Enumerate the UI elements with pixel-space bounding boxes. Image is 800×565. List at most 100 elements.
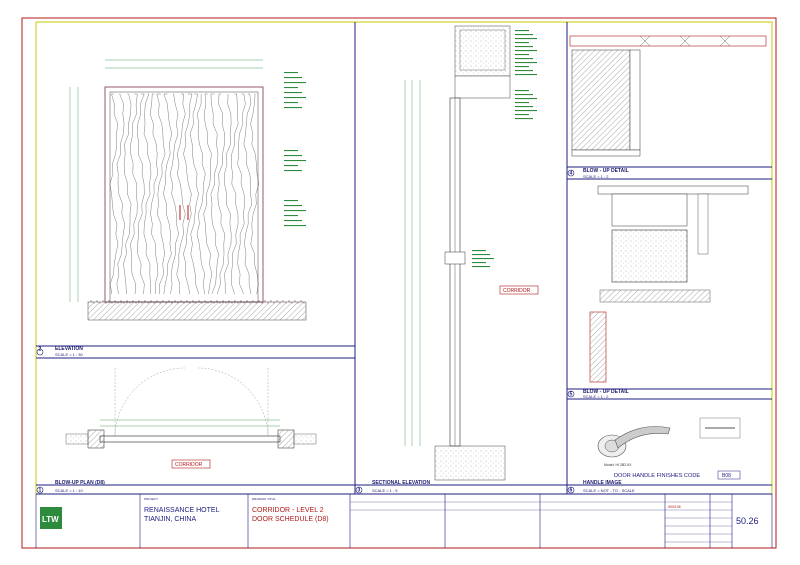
note-line — [284, 102, 298, 104]
panel-dividers — [36, 22, 772, 495]
wood-grain-line — [137, 93, 145, 295]
note-line — [284, 87, 298, 89]
note-line — [284, 205, 302, 207]
corridor-tag-section: CORRIDOR — [499, 285, 539, 295]
section-scale: SCALE = 1 : 5 — [372, 488, 398, 493]
drawing-title-1: CORRIDOR - LEVEL 2 — [252, 507, 324, 514]
project-name: RENAISSANCE HOTEL — [144, 507, 220, 514]
note-line — [284, 200, 298, 202]
svg-text:PROJECT: PROJECT — [144, 497, 158, 501]
note-line — [515, 102, 529, 104]
note-line — [515, 58, 533, 60]
wood-grain-line — [189, 93, 199, 295]
note-line — [515, 30, 529, 32]
note-line — [284, 170, 302, 172]
plan-drawing — [65, 367, 317, 449]
project-number: 900/136 — [668, 505, 681, 509]
wood-grain-line — [130, 93, 138, 295]
plan-number: 1 — [39, 488, 42, 494]
note-line — [284, 107, 302, 109]
note-line — [472, 254, 490, 256]
wood-grain-line — [224, 93, 232, 294]
note-line — [284, 165, 298, 167]
drawing-title-2: DOOR SCHEDULE (D8) — [252, 516, 329, 523]
section-drawing — [404, 25, 537, 481]
note-line — [284, 72, 298, 74]
note-line — [284, 97, 306, 99]
note-line — [515, 114, 529, 116]
note-line — [515, 118, 533, 120]
handle-model: Model: HI 2B2.IIX — [604, 463, 632, 467]
detail-mid-title-bar: 5 BLOW - UP DETAIL SCALE = 1 : 2 — [567, 389, 629, 399]
note-line — [284, 92, 302, 94]
note-line — [515, 50, 537, 52]
note-line — [515, 94, 533, 96]
note-line — [284, 225, 306, 227]
elevation-drawing — [69, 59, 307, 321]
wood-grain-line — [183, 93, 193, 295]
note-line — [284, 220, 302, 222]
elevation-title-bar: 2 ELEVATION SCALE = 1 : 30 — [36, 346, 83, 357]
note-line — [284, 150, 298, 152]
note-line — [515, 42, 529, 44]
section-number: 3 — [358, 488, 361, 494]
detail-top-title: BLOW - UP DETAIL — [583, 168, 629, 174]
svg-text:CORRIDOR: CORRIDOR — [175, 462, 203, 468]
elevation-scale: SCALE = 1 : 30 — [55, 352, 83, 357]
wood-grain-line — [116, 93, 125, 295]
corridor-tag-plan: CORRIDOR — [171, 459, 211, 469]
wood-grain-line — [210, 93, 219, 295]
detail-top-number: 4 — [570, 171, 573, 177]
handle-number: 6 — [570, 488, 573, 494]
plan-scale: SCALE = 1 : 10 — [55, 488, 83, 493]
note-line — [472, 262, 486, 264]
svg-text:CORRIDOR: CORRIDOR — [503, 288, 531, 294]
project-block: PROJECT RENAISSANCE HOTEL TIANJIN, CHINA — [144, 497, 220, 523]
drawing-title-block: DRAWING TITLE CORRIDOR - LEVEL 2 DOOR SC… — [252, 497, 329, 523]
note-line — [284, 210, 306, 212]
note-line — [284, 215, 298, 217]
elevation-title: ELEVATION — [55, 346, 83, 352]
plan-title: BLOW-UP PLAN (D8) — [55, 480, 105, 486]
handle-drawing: Model: HI 2B2.IIX — [597, 417, 741, 467]
wood-grain-line — [231, 93, 239, 295]
sheet-number: 50.26 — [736, 516, 759, 526]
wood-grain-line — [109, 93, 119, 295]
project-location: TIANJIN, CHINA — [144, 516, 196, 523]
detail-top-title-bar: 4 BLOW - UP DETAIL SCALE = 1 : 2 — [567, 168, 629, 179]
wood-grain-line — [217, 93, 225, 295]
note-line — [515, 110, 537, 112]
detail-mid-title: BLOW - UP DETAIL — [583, 389, 629, 395]
wood-grain-line — [169, 93, 179, 295]
note-line — [515, 98, 537, 100]
note-line — [472, 266, 490, 268]
project-number-block: 900/136 — [668, 505, 681, 509]
wood-grain-line — [250, 93, 260, 295]
wood-grain-line — [203, 93, 213, 295]
detail-top-scale: SCALE = 1 : 2 — [583, 174, 609, 179]
svg-text:DRAWING TITLE: DRAWING TITLE — [252, 497, 275, 501]
wood-grain-line — [163, 93, 172, 295]
wood-grain-line — [237, 93, 246, 295]
handle-title-bar: 6 HANDLE IMAGE SCALE = NOT - TO - SCALE — [567, 480, 635, 494]
handle-code: B08 — [722, 473, 731, 479]
note-line — [515, 106, 533, 108]
note-line — [515, 66, 529, 68]
note-line — [515, 62, 537, 64]
note-line — [515, 34, 533, 36]
note-line — [284, 155, 302, 157]
note-line — [515, 74, 537, 76]
wood-grain-line — [156, 93, 166, 295]
handle-caption: DOOR HANDLE FINISHES CODE B08 — [614, 470, 741, 480]
wood-grain-line — [243, 93, 252, 295]
note-line — [284, 77, 302, 79]
note-line — [515, 46, 533, 48]
sheet-border — [21, 17, 777, 549]
detail-mid-scale: SCALE = 1 : 2 — [583, 394, 609, 399]
note-line — [284, 82, 306, 84]
handle-caption-text: DOOR HANDLE FINISHES CODE — [614, 473, 700, 479]
wood-grain-line — [196, 94, 206, 295]
title-block — [35, 494, 773, 548]
wood-grain-line — [123, 93, 132, 295]
